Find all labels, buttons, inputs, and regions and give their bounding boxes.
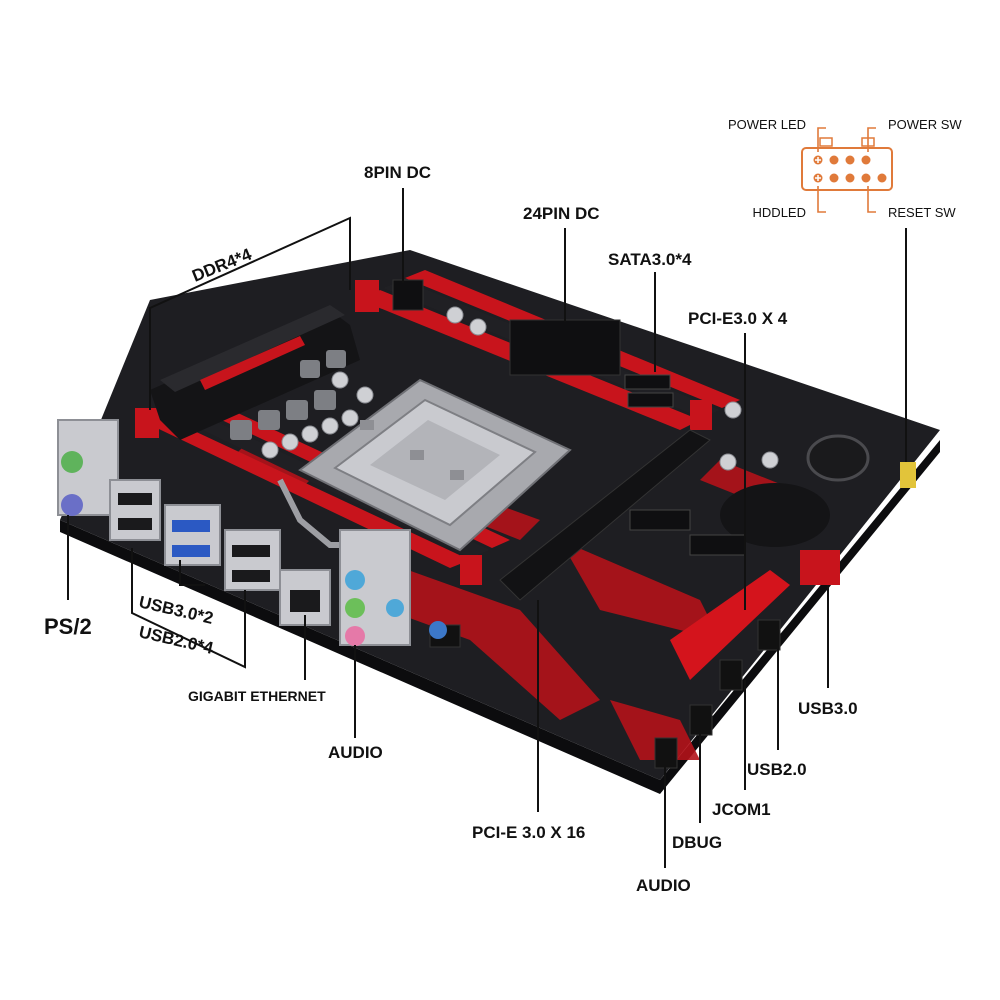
capacitors bbox=[261, 306, 779, 471]
eps-8pin-connector bbox=[392, 279, 424, 311]
front-panel-pins bbox=[900, 462, 916, 488]
label-pcie-x4: PCI-E3.0 X 4 bbox=[688, 309, 788, 328]
cmos-battery bbox=[806, 434, 870, 482]
front-panel-diagram: POWER LED POWER SW HDDLED RESET SW bbox=[728, 117, 962, 220]
front-panel-header-body bbox=[801, 147, 893, 191]
label-audio-rear: AUDIO bbox=[328, 743, 383, 762]
label-reset-sw: RESET SW bbox=[888, 205, 956, 220]
label-usb20-x4: USB2.0*4 bbox=[137, 622, 215, 658]
label-ps2: PS/2 bbox=[44, 614, 92, 639]
label-pcie-x16: PCI-E 3.0 X 16 bbox=[472, 823, 585, 842]
label-jcom1: JCOM1 bbox=[712, 800, 771, 819]
label-8pin-dc: 8PIN DC bbox=[364, 163, 431, 182]
label-power-led: POWER LED bbox=[728, 117, 806, 132]
label-gigabit-ethernet: GIGABIT ETHERNET bbox=[188, 688, 326, 704]
cpu-socket bbox=[277, 378, 572, 552]
rear-usb-ports bbox=[109, 479, 281, 591]
label-power-sw: POWER SW bbox=[888, 117, 962, 132]
bottom-headers bbox=[654, 619, 781, 769]
audio-capacitor bbox=[429, 621, 447, 639]
chipset-heatsink bbox=[720, 483, 830, 547]
label-sata: SATA3.0*4 bbox=[608, 250, 692, 269]
label-dbug: DBUG bbox=[672, 833, 722, 852]
audio-jacks bbox=[339, 529, 411, 646]
label-audio-front: AUDIO bbox=[636, 876, 691, 895]
ps2-ports bbox=[57, 419, 119, 516]
leader-lines bbox=[67, 188, 907, 868]
atx-24pin-connector bbox=[509, 319, 621, 376]
front-usb3-header bbox=[800, 550, 840, 585]
front-panel-plus-marks bbox=[815, 157, 821, 181]
sata-ports bbox=[624, 374, 674, 408]
label-usb30-front: USB3.0 bbox=[798, 699, 858, 718]
label-hddled: HDDLED bbox=[753, 205, 806, 220]
vrm-chokes bbox=[230, 350, 346, 440]
label-usb20-front: USB2.0 bbox=[747, 760, 807, 779]
m2-slots bbox=[629, 509, 746, 556]
pcie-x4-slot bbox=[670, 570, 790, 680]
vrm-heatsink bbox=[150, 305, 360, 440]
label-24pin-dc: 24PIN DC bbox=[523, 204, 600, 223]
pcie-x16-slot bbox=[499, 429, 711, 601]
label-ddr4: DDR4*4 bbox=[189, 245, 254, 286]
label-usb30-x2: USB3.0*2 bbox=[137, 592, 215, 628]
motherboard bbox=[57, 250, 940, 794]
